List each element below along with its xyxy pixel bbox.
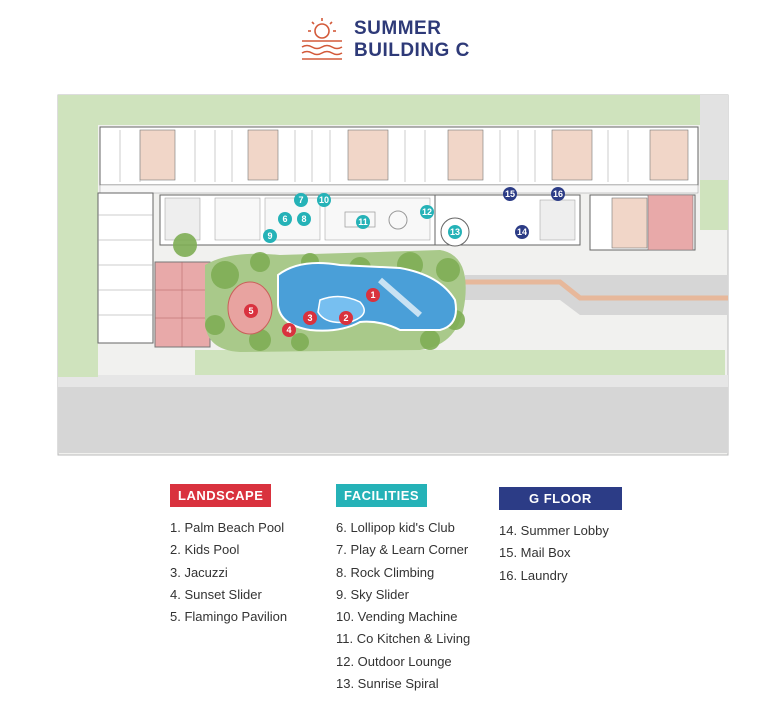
marker-facility-10[interactable]: 10	[317, 193, 331, 207]
landscape-strip-bottom	[195, 350, 725, 375]
sidewalk	[58, 375, 728, 387]
road	[58, 385, 728, 453]
svg-text:3: 3	[307, 313, 312, 323]
marker-gfloor-14[interactable]: 14	[515, 225, 529, 239]
legend-item: 8. Rock Climbing	[336, 564, 435, 580]
marker-facility-11[interactable]: 11	[356, 215, 370, 229]
svg-text:14: 14	[517, 227, 527, 237]
svg-text:15: 15	[505, 189, 515, 199]
legend-g-floor-title: G FLOOR	[499, 487, 622, 510]
marker-facility-7[interactable]: 7	[294, 193, 308, 207]
svg-text:2: 2	[343, 313, 348, 323]
marker-gfloor-16[interactable]: 16	[551, 187, 565, 201]
residential-wing-left	[97, 192, 211, 348]
legend-item: 12. Outdoor Lounge	[336, 653, 452, 669]
legend-item: 13. Sunrise Spiral	[336, 676, 439, 692]
legend-landscape: LANDSCAPE 1. Palm Beach Pool 2. Kids Poo…	[170, 484, 287, 628]
marker-landscape-4[interactable]: 4	[282, 323, 296, 337]
legend-g-floor: G FLOOR 14. Summer Lobby 15. Mail Box 16…	[499, 487, 622, 587]
legend-item: 3. Jacuzzi	[170, 564, 228, 580]
driveway-stripe	[465, 279, 728, 301]
svg-text:11: 11	[358, 217, 368, 227]
legend-item: 16. Laundry	[499, 567, 568, 583]
landscape-strip-left	[58, 95, 98, 377]
marker-landscape-5[interactable]: 5	[244, 304, 258, 318]
svg-text:10: 10	[319, 195, 329, 205]
legend-item: 2. Kids Pool	[170, 542, 240, 558]
driveway	[465, 275, 728, 315]
svg-text:6: 6	[282, 214, 287, 224]
legend-item: 11. Co Kitchen & Living	[336, 631, 471, 647]
svg-text:7: 7	[298, 195, 303, 205]
landscape-strip-top	[58, 95, 703, 125]
legend-item: 14. Summer Lobby	[499, 523, 609, 538]
legend-item: 1. Palm Beach Pool	[170, 520, 285, 535]
landscape-strip-right	[700, 180, 728, 230]
svg-text:1: 1	[370, 290, 375, 300]
marker-facility-9[interactable]: 9	[263, 229, 277, 243]
marker-landscape-2[interactable]: 2	[339, 311, 353, 325]
svg-text:13: 13	[450, 227, 460, 237]
legend-facilities: FACILITIES 6. Lollipop kid's Club 7. Pla…	[336, 484, 470, 695]
marker-landscape-3[interactable]: 3	[303, 311, 317, 325]
legend-item: 10. Vending Machine	[336, 609, 458, 625]
legend-item: 5. Flamingo Pavilion	[170, 609, 288, 625]
legend-item: 9. Sky Slider	[336, 586, 409, 602]
svg-text:8: 8	[301, 214, 306, 224]
corridor	[99, 184, 699, 194]
svg-text:5: 5	[248, 306, 253, 316]
svg-text:4: 4	[286, 325, 291, 335]
marker-facility-13[interactable]: 13	[448, 225, 462, 239]
legend-item: 7. Play & Learn Corner	[336, 542, 469, 558]
legend-facilities-title: FACILITIES	[336, 484, 428, 507]
marker-landscape-1[interactable]: 1	[366, 288, 380, 302]
sun-waves-logo-icon	[301, 18, 343, 60]
legend-item: 4. Sunset Slider	[170, 586, 262, 602]
title-line-2: BUILDING C	[354, 40, 470, 61]
marker-gfloor-15[interactable]: 15	[503, 187, 517, 201]
sunset-slider-path	[378, 277, 422, 318]
lobby-block	[434, 194, 696, 251]
site-plan: 1 2 3 4 5 6 7 8 9 10 11 12 13 14 15 16	[57, 94, 729, 456]
legend-item: 6. Lollipop kid's Club	[336, 520, 455, 535]
title-line-1: SUMMER	[354, 18, 442, 39]
marker-facility-8[interactable]: 8	[297, 212, 311, 226]
marker-facility-6[interactable]: 6	[278, 212, 292, 226]
marker-facility-12[interactable]: 12	[420, 205, 434, 219]
svg-text:12: 12	[422, 207, 432, 217]
parking-area	[700, 95, 728, 180]
svg-text:9: 9	[267, 231, 272, 241]
legend-landscape-title: LANDSCAPE	[170, 484, 272, 507]
svg-text:16: 16	[553, 189, 563, 199]
legend-item: 15. Mail Box	[499, 545, 571, 561]
building-title-block: SUMMER BUILDING C	[296, 14, 496, 66]
residential-wing-top	[99, 126, 699, 186]
